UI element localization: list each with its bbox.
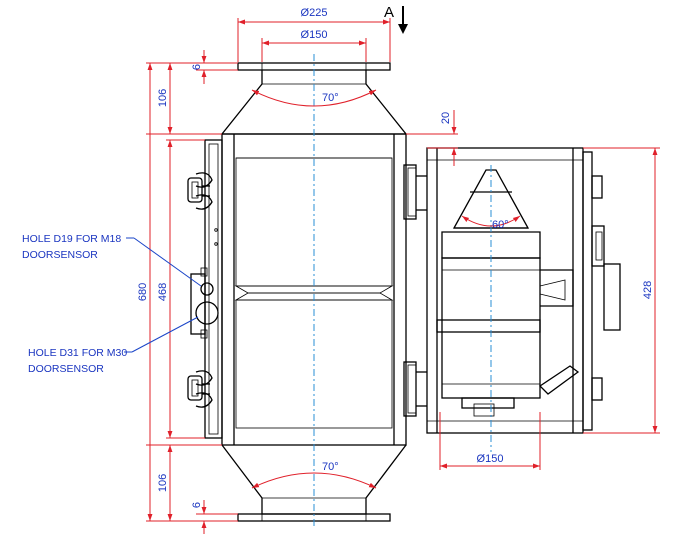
side-view	[403, 147, 621, 452]
dim-door-height: 468	[157, 283, 169, 301]
dim-outer-flange-diameter: Ø225	[301, 7, 328, 19]
dim-side-offset: 20	[440, 112, 452, 124]
dim-side-outlet-diameter: Ø150	[477, 453, 504, 465]
dim-side-view-height: 428	[642, 281, 654, 299]
front-view	[187, 54, 408, 528]
annotation-hole-d31-line1: HOLE D31 FOR M30	[28, 347, 127, 359]
dim-top-flange-thickness: 6	[191, 64, 203, 70]
annotation-hole-d31-line2: DOORSENSOR	[28, 363, 104, 375]
sensor-hole-d31	[195, 301, 219, 325]
annotations: HOLE D19 FOR M18 DOORSENSOR HOLE D31 FOR…	[22, 233, 202, 375]
annotation-hole-d19-line2: DOORSENSOR	[22, 249, 98, 261]
door-sensor-bracket	[190, 267, 219, 339]
dim-bottom-cone-angle: 70°	[322, 461, 339, 473]
annotation-hole-d19-line1: HOLE D19 FOR M18	[22, 233, 121, 245]
dimensions: Ø225 Ø150 A 70° 70° 680 106 468	[137, 4, 660, 534]
door-handle-top	[187, 172, 213, 210]
sensor-hole-d19	[200, 282, 214, 296]
dim-top-cone-angle: 70°	[322, 92, 339, 104]
dim-inner-duct-diameter: Ø150	[301, 29, 328, 41]
dim-overall-height: 680	[137, 283, 149, 301]
door-handle-bottom	[187, 370, 213, 408]
dim-bottom-flange-thickness: 6	[191, 502, 203, 508]
side-housing	[426, 147, 584, 434]
dim-top-transition-height: 106	[157, 89, 169, 107]
dim-bottom-transition-height: 106	[157, 474, 169, 492]
dim-nozzle-cone-angle: 60°	[492, 219, 509, 231]
view-marker-a: A	[384, 4, 394, 21]
